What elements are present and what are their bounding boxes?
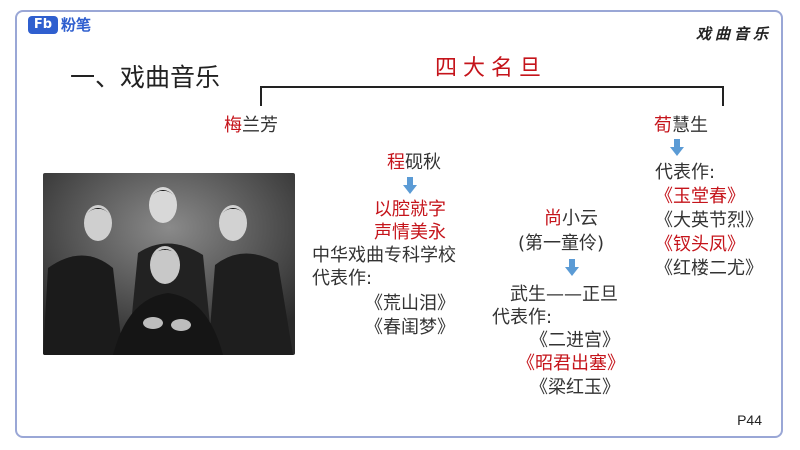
shang-note: (第一童伶) bbox=[518, 233, 605, 254]
four-dan-title: 四大名旦 bbox=[435, 56, 548, 81]
shang-work-2: 《昭君出塞》 bbox=[517, 353, 625, 374]
xun-given-name: 慧生 bbox=[672, 115, 708, 136]
corner-title: 戏曲音乐 bbox=[695, 25, 772, 43]
mei-lanfang-name: 梅兰芳 bbox=[224, 114, 278, 138]
cheng-work-2: 《春闺梦》 bbox=[365, 317, 455, 338]
shang-roles: 武生——正旦 bbox=[510, 284, 618, 305]
cheng-motto-line-2: 声情美永 bbox=[374, 222, 446, 243]
cheng-yanqiu-name: 程砚秋 bbox=[387, 151, 441, 175]
xun-work-4: 《红楼二尤》 bbox=[655, 258, 763, 279]
brand-logo: Fb 粉笔 bbox=[28, 14, 91, 35]
shang-given-name: 小云 bbox=[562, 208, 598, 229]
brand-mark: Fb bbox=[28, 15, 58, 34]
shang-arrow-down-icon bbox=[565, 259, 579, 276]
cheng-work-1: 《荒山泪》 bbox=[365, 293, 455, 314]
cheng-works-label: 代表作: bbox=[312, 268, 373, 289]
shang-work-1: 《二进宫》 bbox=[530, 330, 620, 351]
xun-surname: 荀 bbox=[654, 115, 672, 136]
xun-works-label: 代表作: bbox=[655, 162, 716, 183]
cheng-motto-line-1: 以腔就字 bbox=[374, 199, 446, 220]
shang-work-3: 《梁红玉》 bbox=[530, 377, 620, 398]
group-photo-image bbox=[43, 173, 295, 355]
grouping-bracket bbox=[260, 86, 724, 106]
xun-huisheng-name: 荀慧生 bbox=[654, 114, 708, 138]
mei-given-name: 兰芳 bbox=[242, 115, 278, 136]
section-title: 一、戏曲音乐 bbox=[70, 63, 221, 92]
shang-works-label: 代表作: bbox=[492, 307, 553, 328]
group-photo bbox=[43, 173, 295, 355]
page-number: P44 bbox=[737, 412, 762, 428]
cheng-arrow-down-icon bbox=[403, 177, 417, 194]
cheng-given-name: 砚秋 bbox=[405, 152, 441, 173]
xun-arrow-down-icon bbox=[670, 139, 684, 156]
xun-work-2: 《大英节烈》 bbox=[655, 210, 763, 231]
brand-name: 粉笔 bbox=[61, 16, 92, 34]
shang-surname: 尚 bbox=[544, 208, 562, 229]
mei-surname: 梅 bbox=[224, 115, 242, 136]
xun-work-1: 《玉堂春》 bbox=[655, 186, 745, 207]
cheng-school: 中华戏曲专科学校 bbox=[312, 245, 456, 266]
shang-xiaoyun-name: 尚小云 bbox=[544, 207, 598, 231]
cheng-surname: 程 bbox=[387, 152, 405, 173]
xun-work-3: 《钗头凤》 bbox=[655, 234, 745, 255]
